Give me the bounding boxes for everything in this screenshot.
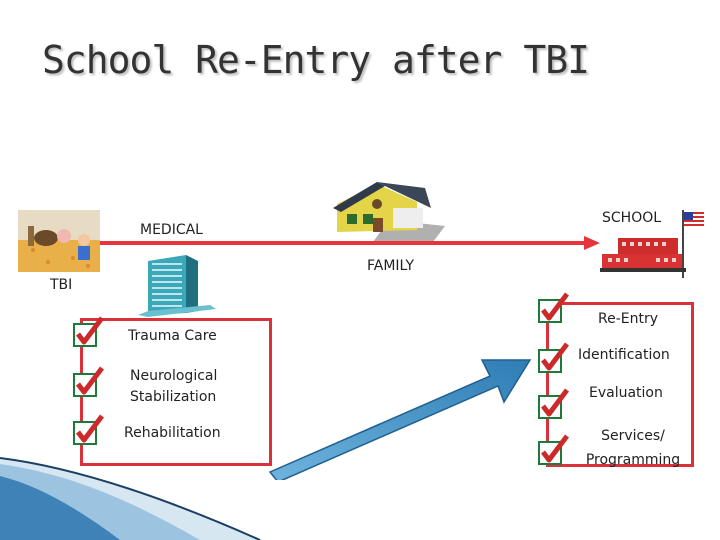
check-icon xyxy=(72,414,104,445)
step-evaluation: Evaluation xyxy=(589,385,663,401)
step-rehabilitation: Rehabilitation xyxy=(124,425,221,441)
step-trauma-care: Trauma Care xyxy=(128,328,217,344)
check-icon xyxy=(537,292,569,323)
tbi-label: TBI xyxy=(50,277,73,293)
check-icon xyxy=(72,316,104,347)
school-label: SCHOOL xyxy=(602,210,662,226)
school-steps-box xyxy=(546,302,694,467)
medical-label: MEDICAL xyxy=(140,222,203,238)
corner-decoration xyxy=(0,452,300,540)
step-re-entry: Re-Entry xyxy=(598,311,659,327)
hospital-building-image xyxy=(128,255,218,319)
house-image xyxy=(333,180,445,242)
step-neurological-stabilization: Neurological Stabilization xyxy=(130,368,218,405)
step-identification: Identification xyxy=(578,347,670,363)
step-services-programming: Services/ Programming xyxy=(585,428,681,468)
family-label: FAMILY xyxy=(367,258,415,274)
child-playing-image xyxy=(18,210,100,272)
check-icon xyxy=(537,342,569,373)
transition-arrow xyxy=(268,340,538,480)
school-building-image xyxy=(596,208,708,280)
timeline-arrow xyxy=(100,235,600,251)
page-title: School Re-Entry after TBI xyxy=(42,38,590,82)
check-icon xyxy=(537,434,569,465)
check-icon xyxy=(72,366,104,397)
check-icon xyxy=(537,388,569,419)
